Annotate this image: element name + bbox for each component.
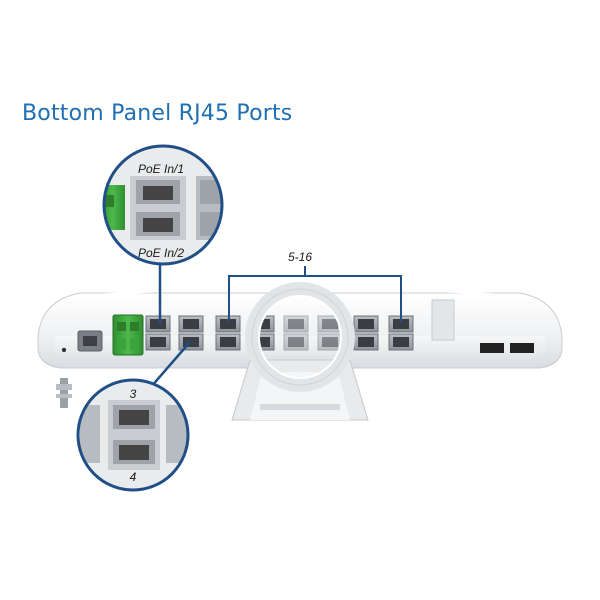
ports-5-16-bracket: 5-16 [228, 250, 402, 322]
zoom-port-3 [113, 405, 155, 429]
rj45-port [353, 333, 379, 351]
label-poe-in-2: PoE In/2 [138, 246, 184, 260]
power-terminal-block [112, 314, 144, 356]
label-port-4: 4 [130, 470, 137, 484]
rj45-port [388, 333, 414, 351]
rj45-port [283, 315, 309, 333]
antenna-connector [56, 378, 72, 408]
leader-line-bottom [149, 341, 191, 389]
label-poe-in-1: PoE In/1 [138, 162, 184, 176]
mounting-bracket [231, 282, 369, 421]
zoom-port-poe-in-1 [136, 180, 180, 204]
rj45-port [317, 333, 343, 351]
callout-bottom-zoom: 3 4 [76, 378, 190, 492]
right-side-slots [431, 299, 534, 353]
management-port [77, 330, 103, 352]
label-ports-5-16: 5-16 [288, 250, 312, 264]
rj45-port [283, 333, 309, 351]
diagram-title: Bottom Panel RJ45 Ports [22, 101, 293, 126]
callout-top-zoom: PoE In/1 PoE In/2 [102, 144, 224, 266]
rj45-port [353, 315, 379, 333]
rj45-port [215, 333, 241, 351]
status-led [61, 347, 67, 353]
rj45-port [145, 333, 171, 351]
label-port-3: 3 [130, 387, 137, 401]
rj45-port [178, 315, 204, 333]
zoom-port-poe-in-2 [136, 212, 180, 236]
zoom-port-4 [113, 440, 155, 464]
rj45-port [145, 315, 171, 333]
rj45-port [178, 333, 204, 351]
